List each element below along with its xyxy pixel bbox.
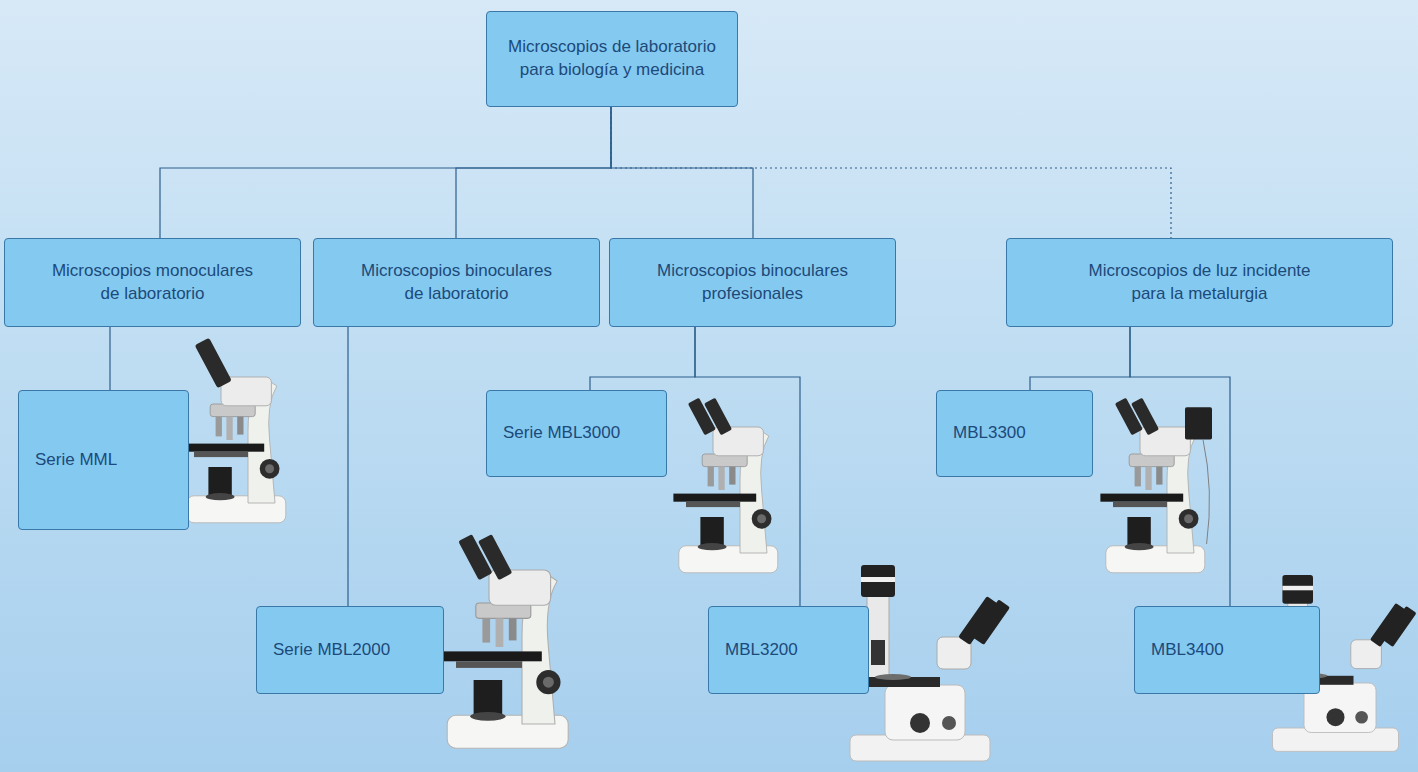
microscope-picture <box>845 565 1010 761</box>
connector-line <box>109 327 110 390</box>
connector-line <box>347 327 348 606</box>
connector-line <box>456 107 611 238</box>
category-box: Microscopios binoculares profesionales <box>609 238 896 327</box>
box-label: MBL3400 <box>1151 639 1224 662</box>
box-label: Microscopios binoculares de laboratorio <box>354 260 559 306</box>
box-label: Microscopios monoculares de laboratorio <box>45 260 260 306</box>
connector-line <box>590 327 695 390</box>
box-label: MBL3300 <box>953 422 1026 445</box>
microscope-picture <box>441 534 569 748</box>
product-box: Serie MBL2000 <box>256 606 444 694</box>
connector-line <box>1130 327 1230 606</box>
product-box: Serie MBL3000 <box>486 390 667 477</box>
category-box: Microscopios de luz incidente para la me… <box>1006 238 1393 327</box>
box-label: Serie MBL3000 <box>503 422 620 445</box>
connector-line <box>611 107 753 238</box>
connector-line <box>160 107 611 238</box>
box-label: Microscopios de laboratorio para biologí… <box>501 36 723 82</box>
category-box: Microscopios monoculares de laboratorio <box>4 238 301 327</box>
microscope-picture <box>1100 398 1212 573</box>
box-label: MBL3200 <box>725 639 798 662</box>
product-box: MBL3400 <box>1134 606 1320 694</box>
connector-line <box>611 107 1171 238</box>
root-box: Microscopios de laboratorio para biologí… <box>486 11 738 107</box>
box-label: Microscopios de luz incidente para la me… <box>1080 260 1320 306</box>
box-label: Serie MBL2000 <box>273 639 390 662</box>
product-box: Serie MML <box>18 390 189 530</box>
box-label: Serie MML <box>35 449 117 472</box>
microscope-picture <box>181 338 285 523</box>
product-box: MBL3300 <box>936 390 1093 477</box>
microscope-picture <box>673 398 777 573</box>
product-box: MBL3200 <box>708 606 869 694</box>
category-box: Microscopios binoculares de laboratorio <box>313 238 600 327</box>
box-label: Microscopios binoculares profesionales <box>650 260 855 306</box>
connector-line <box>695 327 800 606</box>
connector-line <box>1030 327 1130 390</box>
